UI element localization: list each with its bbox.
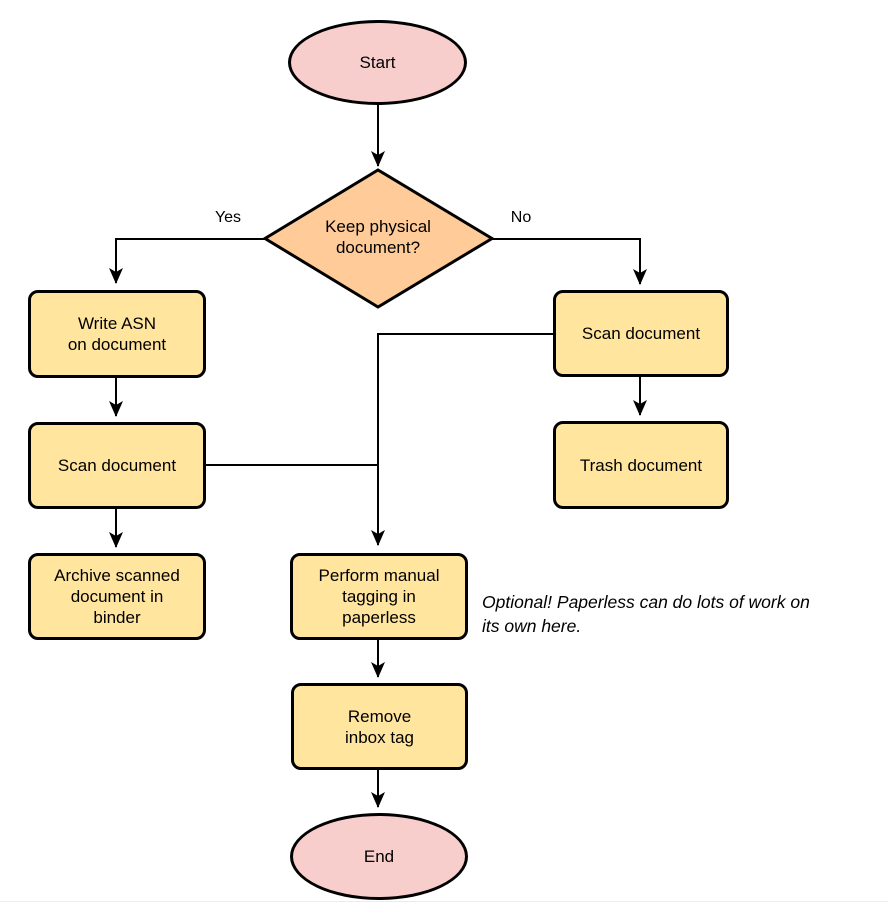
node-decision-label: Keep physical document? (325, 217, 431, 257)
edge-decision-write-asn (109, 238, 265, 284)
decision-diamond-shape (262, 168, 495, 309)
node-end-label: End (363, 847, 395, 866)
node-scan-document-right-label: Scan document (581, 324, 701, 343)
node-end: End (290, 813, 468, 900)
node-archive-binder-label: Archive scanned document in binder (54, 566, 180, 627)
node-trash-document: Trash document (553, 421, 729, 509)
node-start: Start (288, 20, 467, 105)
optional-note: Optional! Paperless can do lots of work … (482, 592, 810, 636)
node-remove-inbox-tag: Remove inbox tag (291, 683, 468, 770)
node-write-asn: Write ASN on document (28, 290, 206, 378)
edge-scan-right-tagging (371, 333, 553, 546)
page-bottom-divider (0, 901, 888, 902)
node-scan-document-right: Scan document (553, 290, 729, 377)
edge-label-yes: Yes (214, 209, 242, 226)
edge-decision-scan-right (492, 238, 647, 285)
node-start-label: Start (359, 53, 396, 72)
node-trash-document-label: Trash document (579, 455, 703, 475)
node-manual-tagging-label: Perform manual tagging in paperless (318, 566, 440, 627)
node-write-asn-label: Write ASN on document (67, 314, 167, 354)
node-scan-document-left: Scan document (28, 422, 206, 509)
edge-label-no: No (510, 209, 532, 226)
node-manual-tagging: Perform manual tagging in paperless (290, 553, 468, 640)
node-remove-inbox-tag-label: Remove inbox tag (345, 706, 414, 747)
node-scan-document-left-label: Scan document (57, 456, 177, 475)
node-archive-binder: Archive scanned document in binder (28, 553, 206, 640)
